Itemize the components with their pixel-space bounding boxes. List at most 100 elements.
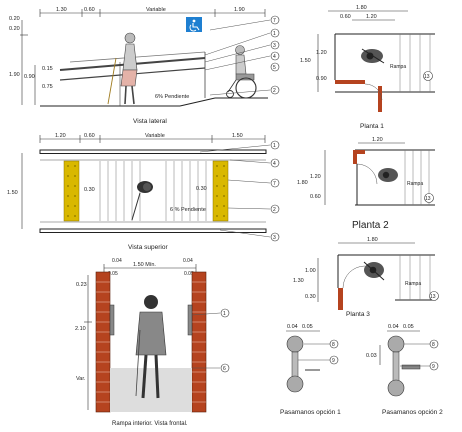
pm1-dim-1: 0.04 xyxy=(287,324,298,330)
p1-callout: 13 xyxy=(424,74,430,80)
brick-wall-left xyxy=(95,271,111,413)
p2-ramp-label: Rampa xyxy=(407,181,423,187)
vf-callout-1: 1 xyxy=(223,311,226,317)
vf-dim-top-2: 1.50 Mín. xyxy=(133,262,156,268)
planta-2: 1.20 1.20 1.80 0.60 Rampa 13 Planta 2 xyxy=(297,137,435,231)
vf-dim-top-5: 0.05 xyxy=(184,271,194,277)
p1-wheelchair-top-figure xyxy=(361,48,385,64)
vl-callout-4: 4 xyxy=(273,54,276,60)
pm1-top-rail xyxy=(286,335,304,353)
vs-callout-3: 3 xyxy=(273,235,276,241)
vl-dim-left-6: 0.75 xyxy=(42,84,53,90)
vl-callout-5: 5 xyxy=(273,65,276,71)
p2-dim-left-2: 1.80 xyxy=(297,180,308,186)
vl-dim-top-2: 0.60 xyxy=(84,7,95,13)
person-top-view-figure xyxy=(131,181,153,221)
vl-callout-1: 1 xyxy=(273,31,276,37)
vista-superior: 1.20 0.60 Variable 1.50 1.50 xyxy=(7,133,280,251)
vf-caption: Rampa interior. Vista frontal. xyxy=(112,421,188,427)
p2-callout: 13 xyxy=(425,196,431,202)
p1-dim-top-3: 1.20 xyxy=(366,14,377,20)
pm1-callout-9: 9 xyxy=(332,358,335,364)
vl-slope-note: 6% Pendiente xyxy=(155,94,189,100)
vista-frontal: 0.04 1.50 Mín. 0.04 0.05 0.05 0.23 2.10 … xyxy=(75,258,230,427)
vl-dim-left-2: 0.20 xyxy=(9,26,20,32)
pasamanos-opcion-2: 0.04 0.05 0.03 8 9 Pasamanos opción 2 xyxy=(366,324,443,416)
vl-dim-left-4: 0.15 xyxy=(42,66,53,72)
pm2-dim-left: 0.03 xyxy=(366,353,377,359)
p1-dim-left-1: 1.20 xyxy=(316,50,327,56)
vs-callout-1: 1 xyxy=(273,143,276,149)
vs-slope-note: 6 % Pendiente xyxy=(170,207,206,213)
pm1-callout-8: 8 xyxy=(332,342,335,348)
pasamanos-opcion-1: 0.04 0.05 8 9 Pasamanos opción 1 xyxy=(280,324,341,416)
p3-ramp-label: Rampa xyxy=(405,281,421,287)
tactile-paving-right xyxy=(212,160,229,222)
p3-wall-block xyxy=(338,288,343,310)
woman-figure xyxy=(107,32,138,105)
tactile-paving-left xyxy=(63,160,80,222)
p2-dim-left-3: 0.60 xyxy=(310,194,321,200)
p3-wheelchair-top-figure xyxy=(363,261,385,281)
vl-dim-left-1: 0.20 xyxy=(9,16,20,22)
p2-dim-top-1: 1.20 xyxy=(372,137,383,143)
p1-ramp-label: Rampa xyxy=(390,64,406,70)
pm2-callout-8: 8 xyxy=(432,342,435,348)
p1-dim-left-3: 0.90 xyxy=(316,76,327,82)
vs-callout-4: 4 xyxy=(273,161,276,167)
p1-dim-left-2: 1.50 xyxy=(300,58,311,64)
vs-dim-top-2: 0.60 xyxy=(84,133,95,139)
p1-dim-top-1: 1.80 xyxy=(356,5,367,11)
vs-callout-7: 7 xyxy=(273,181,276,187)
vf-dim-top-4: 0.05 xyxy=(108,271,118,277)
vs-dim-inner-2: 0.30 xyxy=(196,186,207,192)
p2-wall-block xyxy=(353,150,357,164)
pm1-caption: Pasamanos opción 1 xyxy=(280,409,341,416)
vl-callout-2: 2 xyxy=(273,88,276,94)
vf-dim-top-3: 0.04 xyxy=(183,258,193,264)
pm1-bottom-rail xyxy=(286,375,304,393)
vl-callout-7: 7 xyxy=(273,18,276,24)
brick-wall-right xyxy=(191,271,207,413)
p3-dim-left-1: 1.00 xyxy=(305,268,316,274)
pm2-dim-2: 0.05 xyxy=(403,324,414,330)
p3-dim-top-1: 1.80 xyxy=(367,237,378,243)
vs-dim-inner-1: 0.30 xyxy=(84,187,95,193)
man-front-figure xyxy=(135,295,167,399)
planta-3: 1.80 1.00 1.30 0.30 Rampa 13 Planta 3 xyxy=(293,237,439,318)
vl-dim-top-4: 1.90 xyxy=(234,7,245,13)
vs-dim-top-3: Variable xyxy=(145,133,165,139)
p1-dim-top-2: 0.60 xyxy=(340,14,351,20)
p3-caption: Planta 3 xyxy=(346,311,370,318)
vs-dim-top-1: 1.20 xyxy=(55,133,66,139)
p3-callout: 13 xyxy=(430,294,436,300)
vf-dim-left-3: Var. xyxy=(76,376,86,382)
vs-callout-2: 2 xyxy=(273,207,276,213)
planta-1: 1.80 0.60 1.20 1.20 1.50 0.90 Rampa 13 P… xyxy=(300,5,435,130)
pm2-dim-1: 0.04 xyxy=(388,324,399,330)
vf-dim-top-1: 0.04 xyxy=(112,258,122,264)
wheelchair-user-figure xyxy=(226,45,257,99)
vl-dim-top-3: Variable xyxy=(146,7,166,13)
vf-dim-left-2: 2.10 xyxy=(75,326,86,332)
pm2-callout-9: 9 xyxy=(432,364,435,370)
pm1-dim-2: 0.05 xyxy=(302,324,313,330)
p2-caption: Planta 2 xyxy=(352,220,389,231)
ramp-floor xyxy=(110,368,192,412)
p1-caption: Planta 1 xyxy=(360,123,384,130)
p3-dim-left-3: 0.30 xyxy=(305,294,316,300)
accessibility-sign-icon xyxy=(186,17,202,32)
vf-dim-left-1: 0.23 xyxy=(76,282,87,288)
vista-lateral: 1.30 0.60 Variable 1.90 0.20 0.20 1.90 0… xyxy=(9,7,280,125)
vl-dim-left-3: 1.90 xyxy=(9,72,20,78)
p2-wheelchair-top-figure xyxy=(378,168,398,182)
vs-dim-left: 1.50 xyxy=(7,190,18,196)
vs-caption: Vista superior xyxy=(128,244,168,251)
vf-callout-6: 6 xyxy=(223,366,226,372)
p1-door-jamb xyxy=(378,86,382,112)
vs-dim-top-4: 1.50 xyxy=(232,133,243,139)
vl-dim-top-1: 1.30 xyxy=(56,7,67,13)
pm2-caption: Pasamanos opción 2 xyxy=(382,409,443,416)
p1-wall-block xyxy=(335,80,365,84)
